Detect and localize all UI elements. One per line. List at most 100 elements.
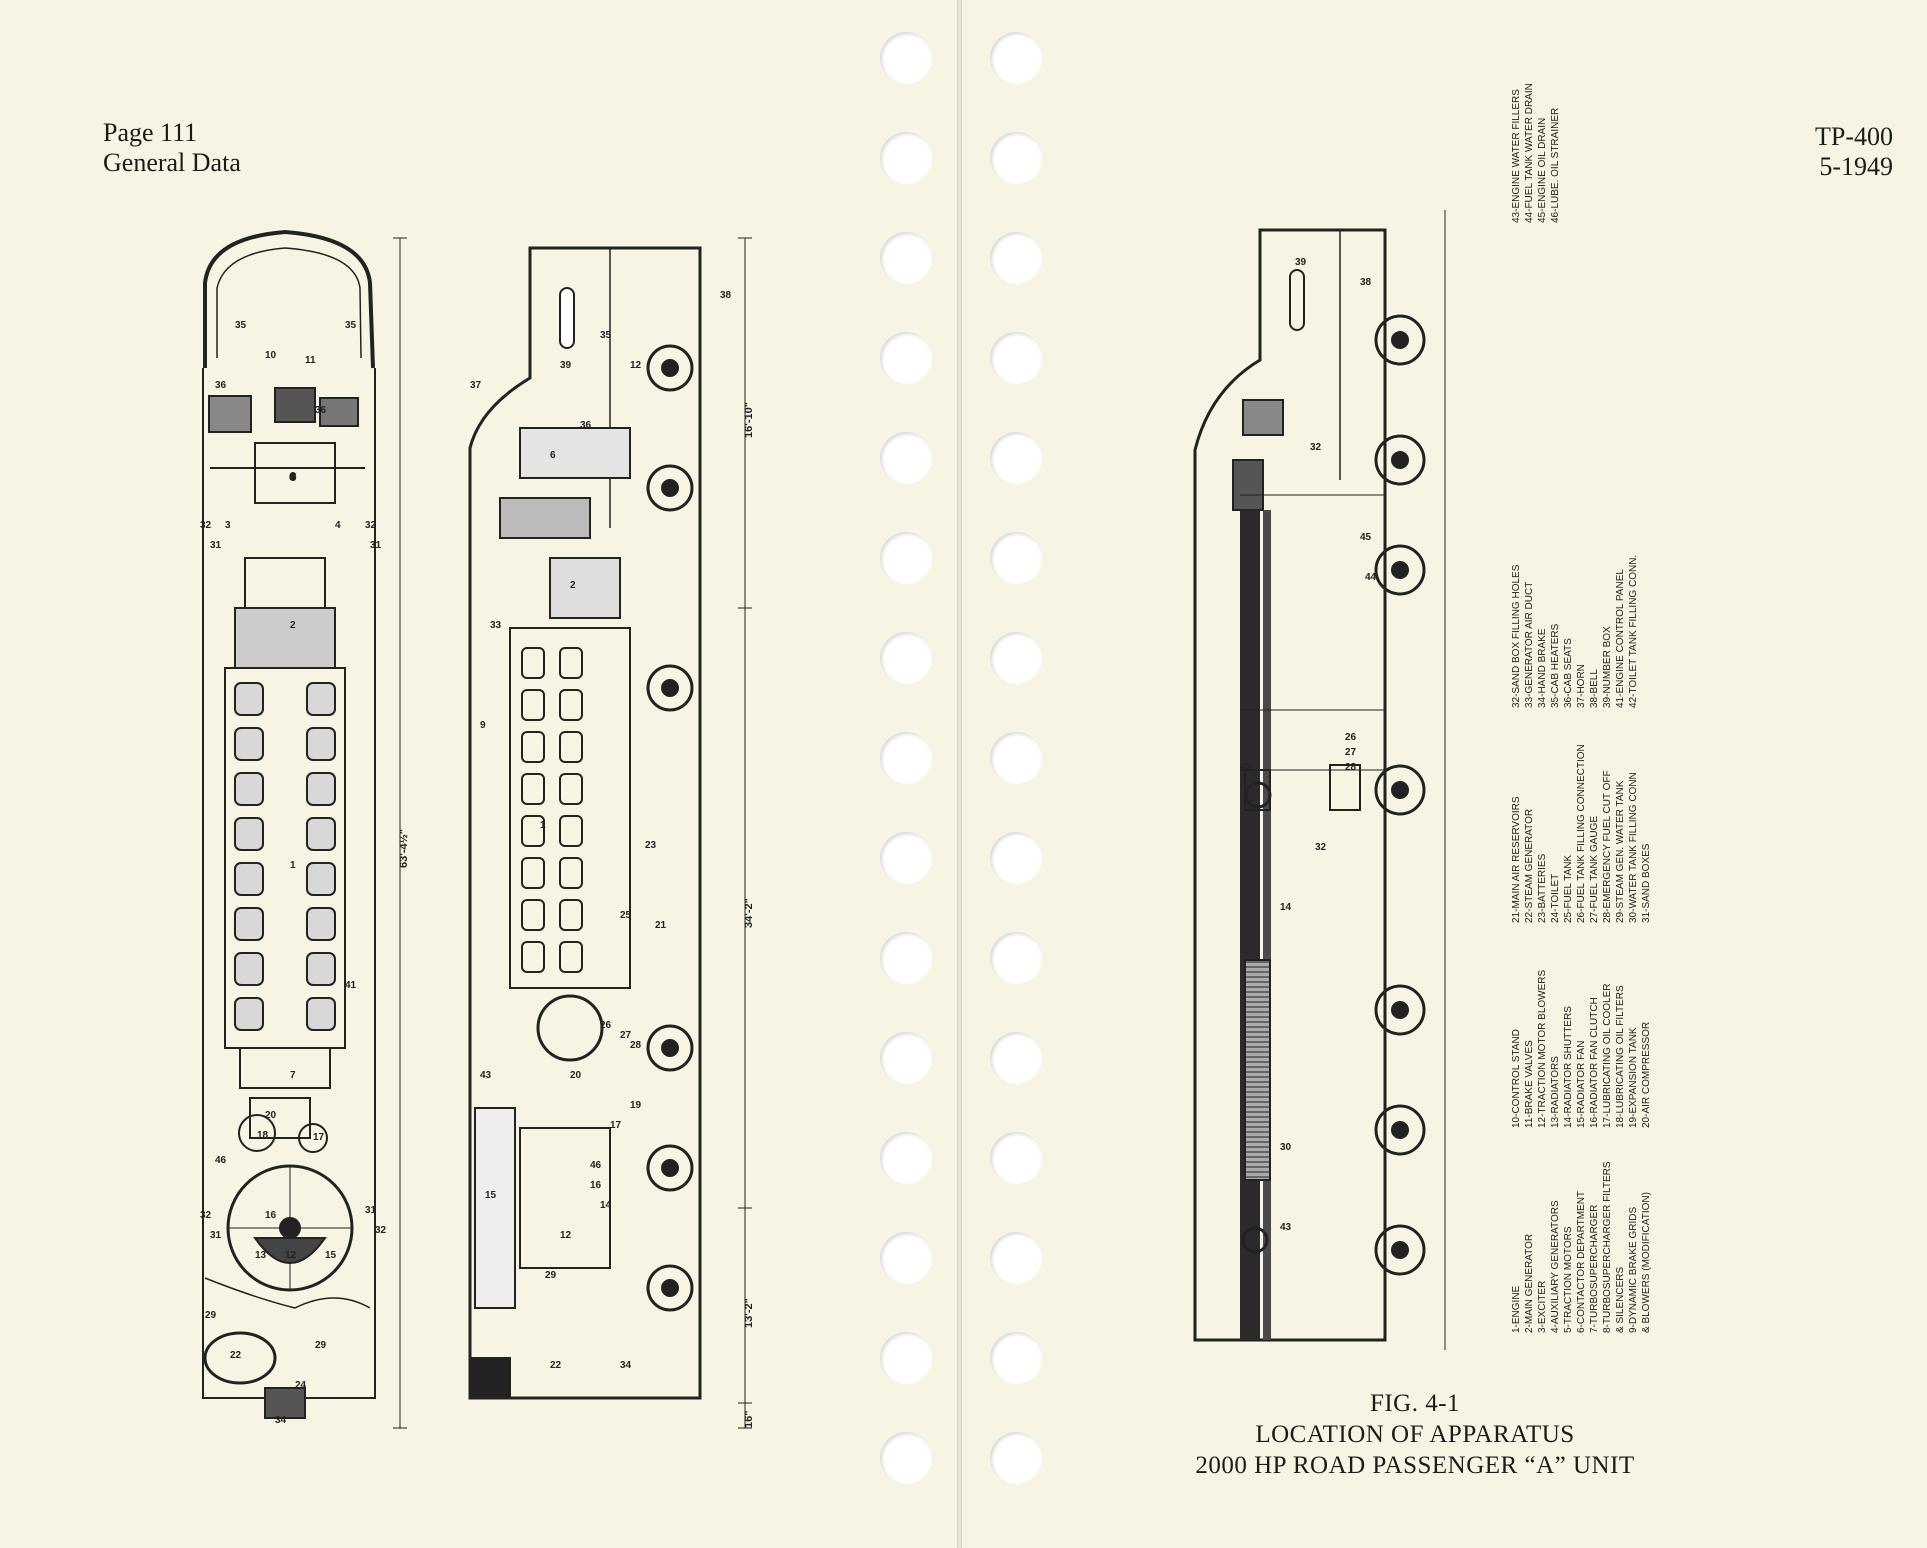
callout-label: 20 — [570, 1070, 582, 1081]
callout-label: 39 — [1295, 257, 1307, 268]
document-code: TP-400 — [1815, 122, 1893, 151]
legend-item: 22-STEAM GENERATOR — [1524, 808, 1535, 923]
legend-item: 35-CAB HEATERS — [1550, 623, 1561, 708]
callout-label: 20 — [265, 1110, 277, 1121]
callout-label: 31 — [365, 1205, 377, 1216]
legend-item: 37-HORN — [1576, 664, 1587, 708]
legend-item: 20-AIR COMPRESSOR — [1641, 1021, 1652, 1128]
binder-hole — [880, 232, 932, 284]
callout-label: 15 — [485, 1190, 497, 1201]
legend-item: 18-LUBRICATING OIL FILTERS — [1615, 985, 1626, 1128]
callout-label: 38 — [720, 290, 732, 301]
legend-item: 4-AUXILIARY GENERATORS — [1550, 1200, 1561, 1333]
callout-label: 33 — [490, 620, 502, 631]
binder-hole — [990, 1232, 1042, 1284]
callout-label: 37 — [470, 380, 482, 391]
callout-label: 22 — [230, 1350, 242, 1361]
legend-item: & SILENCERS — [1615, 1266, 1626, 1333]
document-date: 5-1949 — [1819, 152, 1893, 181]
legend-item: 36-CAB SEATS — [1563, 638, 1574, 708]
binder-hole — [880, 1332, 932, 1384]
binder-hole — [990, 432, 1042, 484]
callout-label: 6 — [550, 450, 556, 461]
callout-label: 19 — [630, 1100, 642, 1111]
callout-label: 12 — [560, 1230, 572, 1241]
legend-item: 30-WATER TANK FILLING CONN — [1628, 772, 1639, 923]
legend-item: 1-ENGINE — [1511, 1285, 1522, 1333]
binder-hole — [880, 432, 932, 484]
figure-number: FIG. 4-1 — [1369, 1390, 1461, 1417]
callout-label: 32 — [200, 1210, 212, 1221]
binder-hole — [880, 532, 932, 584]
binder-hole — [990, 1032, 1042, 1084]
legend-item: 2-MAIN GENERATOR — [1524, 1233, 1535, 1333]
callout-label: 35 — [235, 320, 247, 331]
legend-item: 29-STEAM GEN. WATER TANK — [1615, 780, 1626, 923]
legend-item: 43-ENGINE WATER FILLERS — [1511, 89, 1522, 223]
binder-hole — [990, 932, 1042, 984]
callout-label: 26 — [1345, 732, 1357, 743]
callout-label: 28 — [630, 1040, 642, 1051]
callout-label: 13 — [255, 1250, 267, 1261]
binder-hole — [880, 1032, 932, 1084]
page-number: Page 111 — [103, 118, 198, 147]
binder-hole — [990, 532, 1042, 584]
callout-label: 16 — [265, 1210, 277, 1221]
callout-label: 35 — [345, 320, 357, 331]
legend-item: 26-FUEL TANK FILLING CONNECTION — [1576, 744, 1587, 923]
callout-label: 43 — [1240, 762, 1252, 773]
callout-label: 28 — [1345, 762, 1357, 773]
callout-label: 29 — [205, 1310, 217, 1321]
callout-label: 14 — [1280, 902, 1292, 913]
binder-hole — [990, 32, 1042, 84]
dimension-top: 16'-10" — [743, 402, 755, 438]
callout-label: 31 — [370, 540, 382, 551]
legend-item: 32-SAND BOX FILLING HOLES — [1511, 564, 1522, 708]
callout-label: 2 — [570, 580, 576, 591]
legend-item: & BLOWERS (MODIFICATION) — [1641, 1192, 1652, 1333]
callout-label: 22 — [550, 1360, 562, 1371]
callout-label: 6 — [290, 472, 296, 483]
callout-label: 32 — [365, 520, 377, 531]
binder-hole — [990, 332, 1042, 384]
legend-item: 42-TOILET TANK FILLING CONN. — [1628, 554, 1639, 708]
figure-title: LOCATION OF APPARATUS — [1255, 1421, 1575, 1448]
callout-label: 32 — [200, 520, 212, 531]
callout-label: 7 — [290, 1070, 296, 1081]
callout-label: 35 — [600, 330, 612, 341]
callout-label: 17 — [610, 1120, 622, 1131]
legend-item: 44-FUEL TANK WATER DRAIN — [1524, 83, 1535, 223]
binder-hole — [880, 932, 932, 984]
binder-hole — [990, 1132, 1042, 1184]
legend-item: 7-TURBOSUPERCHARGER — [1589, 1204, 1600, 1333]
legend-item: 46-LUBE. OIL STRAINER — [1550, 107, 1561, 223]
callout-label: 14 — [600, 1200, 612, 1211]
callout-label: 46 — [215, 1155, 227, 1166]
binder-hole — [880, 132, 932, 184]
binder-hole — [990, 632, 1042, 684]
legend-item: 28-EMERGENCY FUEL CUT OFF — [1602, 770, 1613, 923]
page-header-right: TP-400 5-1949 — [1815, 122, 1893, 182]
legend-item: 13-RADIATORS — [1550, 1056, 1561, 1128]
callout-label: 32 — [1315, 842, 1327, 853]
binder-hole — [880, 332, 932, 384]
section-title: General Data — [103, 148, 241, 177]
legend-item: 6-CONTACTOR DEPARTMENT — [1576, 1190, 1587, 1333]
callout-label: 15 — [325, 1250, 337, 1261]
binder-hole — [880, 1232, 932, 1284]
callout-label: 31 — [210, 1230, 222, 1241]
dimension-low: 13'-2" — [743, 1298, 755, 1328]
legend-item: 45-ENGINE OIL DRAIN — [1537, 117, 1548, 223]
callout-label: 44 — [1365, 572, 1377, 583]
callout-label: 39 — [560, 360, 572, 371]
callout-label: 36 — [315, 405, 327, 416]
legend-item: 14-RADIATOR SHUTTERS — [1563, 1006, 1574, 1128]
legend-item: 17-LUBRICATING OIL COOLER — [1602, 983, 1613, 1128]
figure-subtitle: 2000 HP ROAD PASSENGER “A” UNIT — [1195, 1452, 1635, 1479]
legend-item: 27-FUEL TANK GAUGE — [1589, 815, 1600, 923]
callout-label: 23 — [645, 840, 657, 851]
